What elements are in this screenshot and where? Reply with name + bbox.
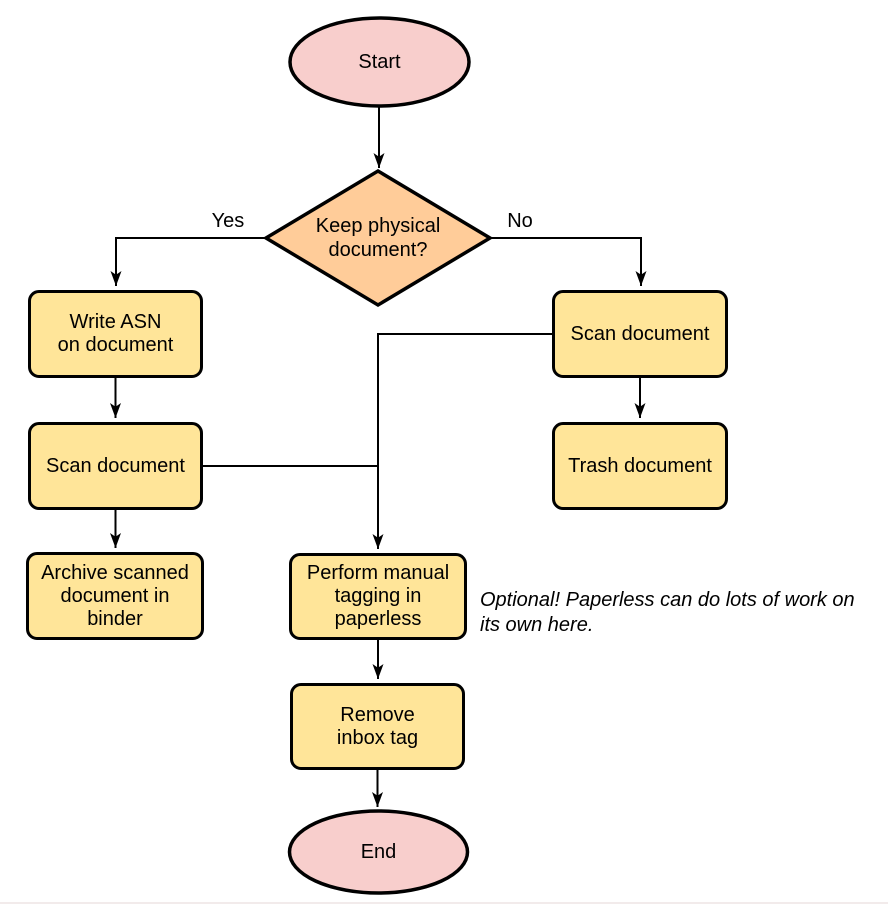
decision-diamond-shape <box>262 168 494 308</box>
decision-node-label: Keep physical document? <box>315 215 441 261</box>
terminal-and-decision-shapes <box>262 16 494 895</box>
end-node-label: End <box>360 841 397 863</box>
edge-decision-yes-to-write-asn <box>110 237 266 286</box>
process-node-remove-inbox-tag: Remove inbox tag <box>290 683 465 770</box>
start-terminal-shape <box>288 16 471 108</box>
edge-label-yes: Yes <box>211 210 245 232</box>
start-node-label: Start <box>358 51 401 73</box>
edge-scan-discard-to-tagging <box>372 333 552 549</box>
optional-annotation-text: Optional! Paperless can do lots of work … <box>480 589 855 636</box>
process-node-scan-document-keep: Scan document <box>28 422 203 510</box>
process-node-scan-document-discard: Scan document <box>552 290 728 378</box>
page-bottom-separator <box>0 902 888 904</box>
edge-decision-no-to-scan-discard <box>490 237 647 286</box>
process-node-manual-tagging: Perform manual tagging in paperless <box>289 553 467 640</box>
process-node-trash-document: Trash document <box>552 422 728 510</box>
process-node-write-asn: Write ASN on document <box>28 290 203 378</box>
edge-label-no: No <box>507 210 533 232</box>
end-terminal-shape <box>287 809 470 895</box>
connector-group <box>110 107 647 807</box>
process-node-archive-in-binder: Archive scanned document in binder <box>26 552 204 640</box>
